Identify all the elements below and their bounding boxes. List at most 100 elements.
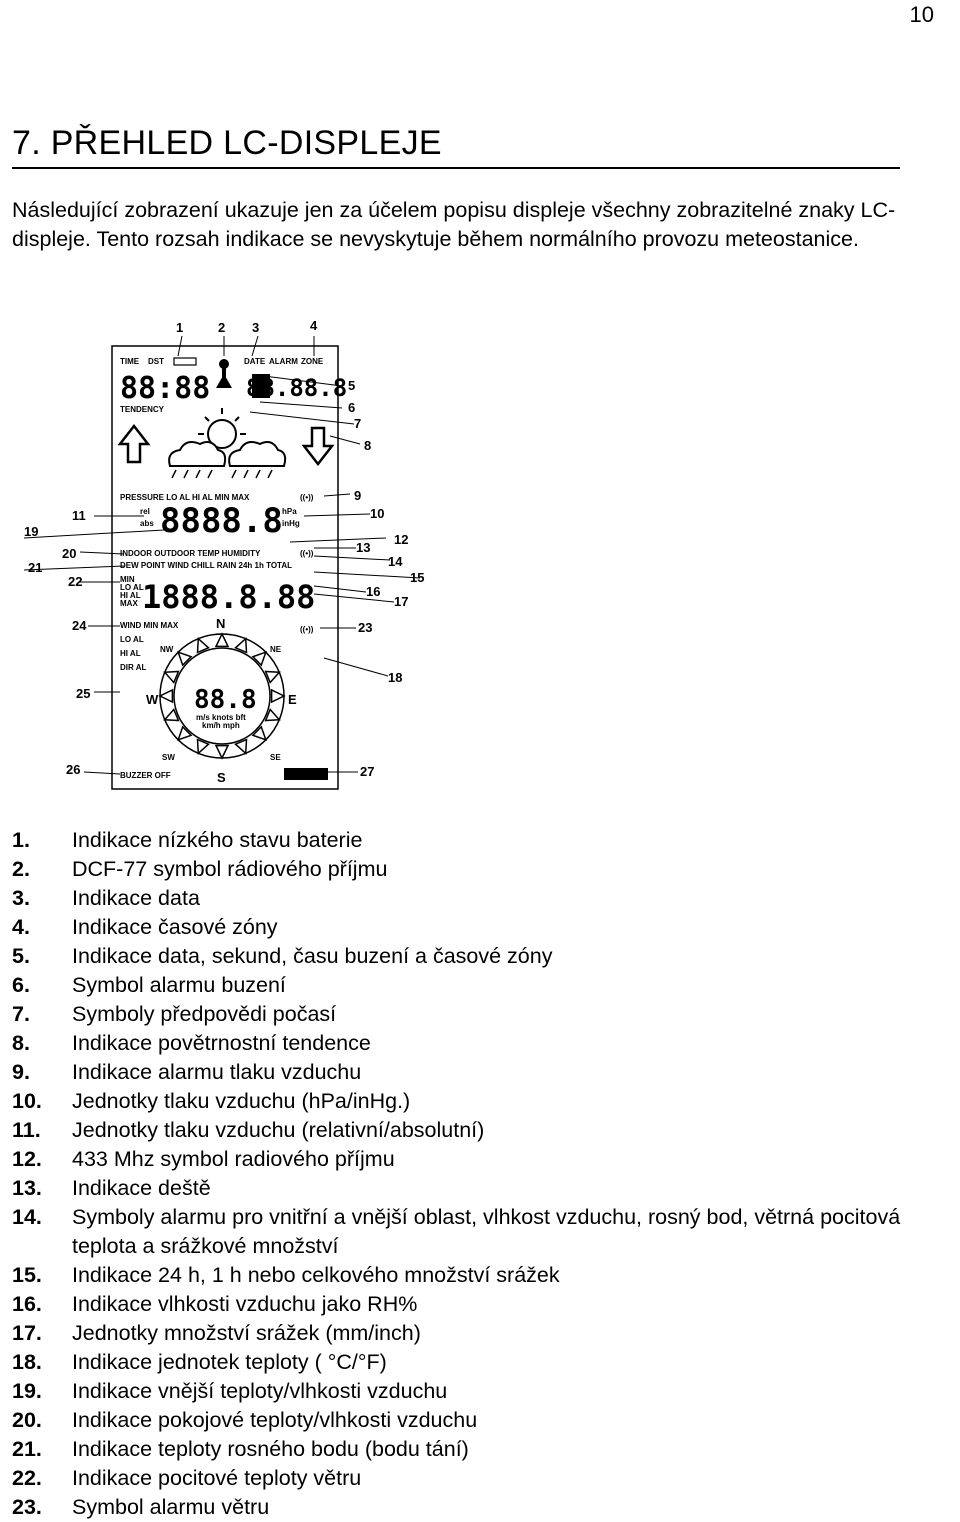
- compass-segment: [234, 637, 248, 654]
- compass-segment: [270, 688, 286, 704]
- wind-compass: [158, 632, 286, 760]
- legend-item: 17.Jednotky množství srážek (mm/inch): [12, 1319, 960, 1348]
- compass-segment: [176, 725, 193, 742]
- legend-item-number: 9.: [12, 1060, 30, 1084]
- compass-segment: [214, 744, 230, 760]
- legend-item-text: Symboly předpovědi počasí: [72, 1002, 337, 1026]
- legend-item: 12.433 Mhz symbol radiového příjmu: [12, 1145, 960, 1174]
- legend-item-number: 10.: [12, 1089, 42, 1113]
- compass-w: W: [146, 692, 159, 707]
- legend-item: 1.Indikace nízkého stavu baterie: [12, 826, 960, 855]
- lcd-wind-units-1: m/s knots bft: [196, 713, 246, 722]
- compass-segment: [234, 738, 248, 755]
- legend-item-text: Indikace deště: [72, 1176, 211, 1200]
- callout-number: 20: [62, 546, 76, 561]
- callout-number: 3: [252, 320, 259, 335]
- pressure-alarm-icon: ((•)): [300, 493, 314, 502]
- legend-item-number: 11.: [12, 1118, 41, 1142]
- compass-segment: [158, 688, 174, 704]
- legend-item-number: 22.: [12, 1466, 42, 1490]
- compass-segment: [264, 708, 281, 722]
- legend-item: 14. Symboly alarmu pro vnitřní a vnější o…: [12, 1203, 960, 1261]
- legend-item-text: Indikace pocitové teploty větru: [72, 1466, 362, 1490]
- legend-item-text: Indikace teploty rosného bodu (bodu tání…: [72, 1437, 469, 1461]
- compass-nw: NW: [160, 645, 174, 654]
- legend-item-text: Indikace jednotek teploty ( °C/°F): [72, 1350, 387, 1374]
- legend-item-number: 8.: [12, 1031, 30, 1055]
- legend-item-text: Jednotky tlaku vzduchu (hPa/inHg.): [72, 1089, 411, 1113]
- legend-item-text: Indikace pokojové teploty/vlhkosti vzduc…: [72, 1408, 478, 1432]
- lcd-label-indoor-row: INDOOR OUTDOOR TEMP HUMIDITY: [120, 549, 261, 558]
- legend-item-text: Indikace vnější teploty/vlhkosti vzduchu: [72, 1379, 448, 1403]
- callout-number: 12: [394, 532, 408, 547]
- lcd-label-dir-al: DIR AL: [120, 663, 146, 672]
- lcd-wind-digits: 88.8: [194, 685, 257, 715]
- legend-item-number: 20.: [12, 1408, 42, 1432]
- callout-number: 2: [218, 320, 225, 335]
- legend-item: 19. Indikace vnější teploty/vlhkosti vzdu…: [12, 1377, 960, 1406]
- lcd-label-abs: abs: [140, 519, 154, 528]
- lcd-label-time: TIME: [120, 357, 140, 366]
- legend-item-text: DCF-77 symbol rádiového příjmu: [72, 857, 388, 881]
- lcd-time-digits: 88:88: [120, 371, 210, 406]
- compass-segment: [251, 725, 268, 742]
- legend-item-text: Indikace 24 h, 1 h nebo celkového množst…: [72, 1263, 560, 1287]
- compass-segment: [251, 650, 268, 667]
- lcd-label-dst: DST: [148, 357, 164, 366]
- callout-number: 10: [370, 506, 384, 521]
- lcd-label-min-col: MIN: [120, 575, 135, 584]
- legend-item: 9. Indikace alarmu tlaku vzduchu: [12, 1058, 960, 1087]
- legend-item-text: Symbol alarmu větru: [72, 1495, 270, 1519]
- lcd-label-rel: rel: [140, 507, 150, 516]
- callout-number: 16: [366, 584, 380, 599]
- callout-number: 19: [24, 524, 38, 539]
- lcd-label-hpa: hPa: [282, 507, 297, 516]
- legend-item-text: Indikace alarmu tlaku vzduchu: [72, 1060, 362, 1084]
- callout-number: 27: [360, 764, 374, 779]
- legend-item-number: 21.: [12, 1437, 42, 1461]
- compass-segment: [196, 738, 210, 755]
- wind-alarm-icon: ((•)): [300, 625, 314, 634]
- intro-paragraph: Následující zobrazení ukazuje jen za úče…: [12, 198, 896, 251]
- legend-item: 18. Indikace jednotek teploty ( °C/°F): [12, 1348, 960, 1377]
- legend-item-number: 6.: [12, 973, 30, 997]
- legend-item: 11.Jednotky tlaku vzduchu (relativní/abs…: [12, 1116, 960, 1145]
- legend-item-number: 14.: [12, 1205, 42, 1229]
- compass-segment: [196, 637, 210, 654]
- lcd-label-lo-al: LO AL: [120, 635, 144, 644]
- callout-number: 7: [354, 416, 361, 431]
- lcd-pressure-digits: 8888.8: [160, 501, 283, 541]
- callout-number: 9: [354, 488, 361, 503]
- legend-item: 13. Indikace deště: [12, 1174, 960, 1203]
- legend-item-number: 18.: [12, 1350, 42, 1374]
- legend-item: 4.Indikace časové zóny: [12, 913, 960, 942]
- legend-item-number: 4.: [12, 915, 30, 939]
- legend-item-number: 7.: [12, 1002, 30, 1026]
- compass-segment: [176, 650, 193, 667]
- callout-lines: [24, 335, 421, 775]
- page-title: 7. PŘEHLED LC-DISPLEJE: [12, 124, 900, 169]
- compass-ne: NE: [270, 645, 282, 654]
- compass-segment: [214, 632, 230, 648]
- legend-item-text: Symboly alarmu pro vnitřní a vnější obla…: [72, 1205, 901, 1258]
- callout-number: 8: [364, 438, 371, 453]
- legend-item-number: 13.: [12, 1176, 42, 1200]
- legend-item-number: 5.: [12, 944, 30, 968]
- legend-item: 22. Indikace pocitové teploty větru: [12, 1464, 960, 1493]
- battery-icon: [173, 357, 197, 366]
- lcd-label-tendency: TENDENCY: [120, 405, 165, 414]
- legend-item-number: 3.: [12, 886, 30, 910]
- lcd-label-zone: ZONE: [301, 357, 324, 366]
- legend-item-number: 19.: [12, 1379, 42, 1403]
- callout-number: 4: [310, 318, 318, 333]
- callout-number: 15: [410, 570, 424, 585]
- compass-sw: SW: [162, 753, 175, 762]
- lcd-label-pressure-row: PRESSURE LO AL HI AL MIN MAX: [120, 493, 250, 502]
- legend-item: 20. Indikace pokojové teploty/vlhkosti vz…: [12, 1406, 960, 1435]
- callout-number: 18: [388, 670, 402, 685]
- callout-number: 26: [66, 762, 80, 777]
- svg-text:HI AL: HI AL: [120, 591, 141, 600]
- page-number: 10: [909, 2, 934, 27]
- lcd-label-alarm: ALARM: [269, 357, 298, 366]
